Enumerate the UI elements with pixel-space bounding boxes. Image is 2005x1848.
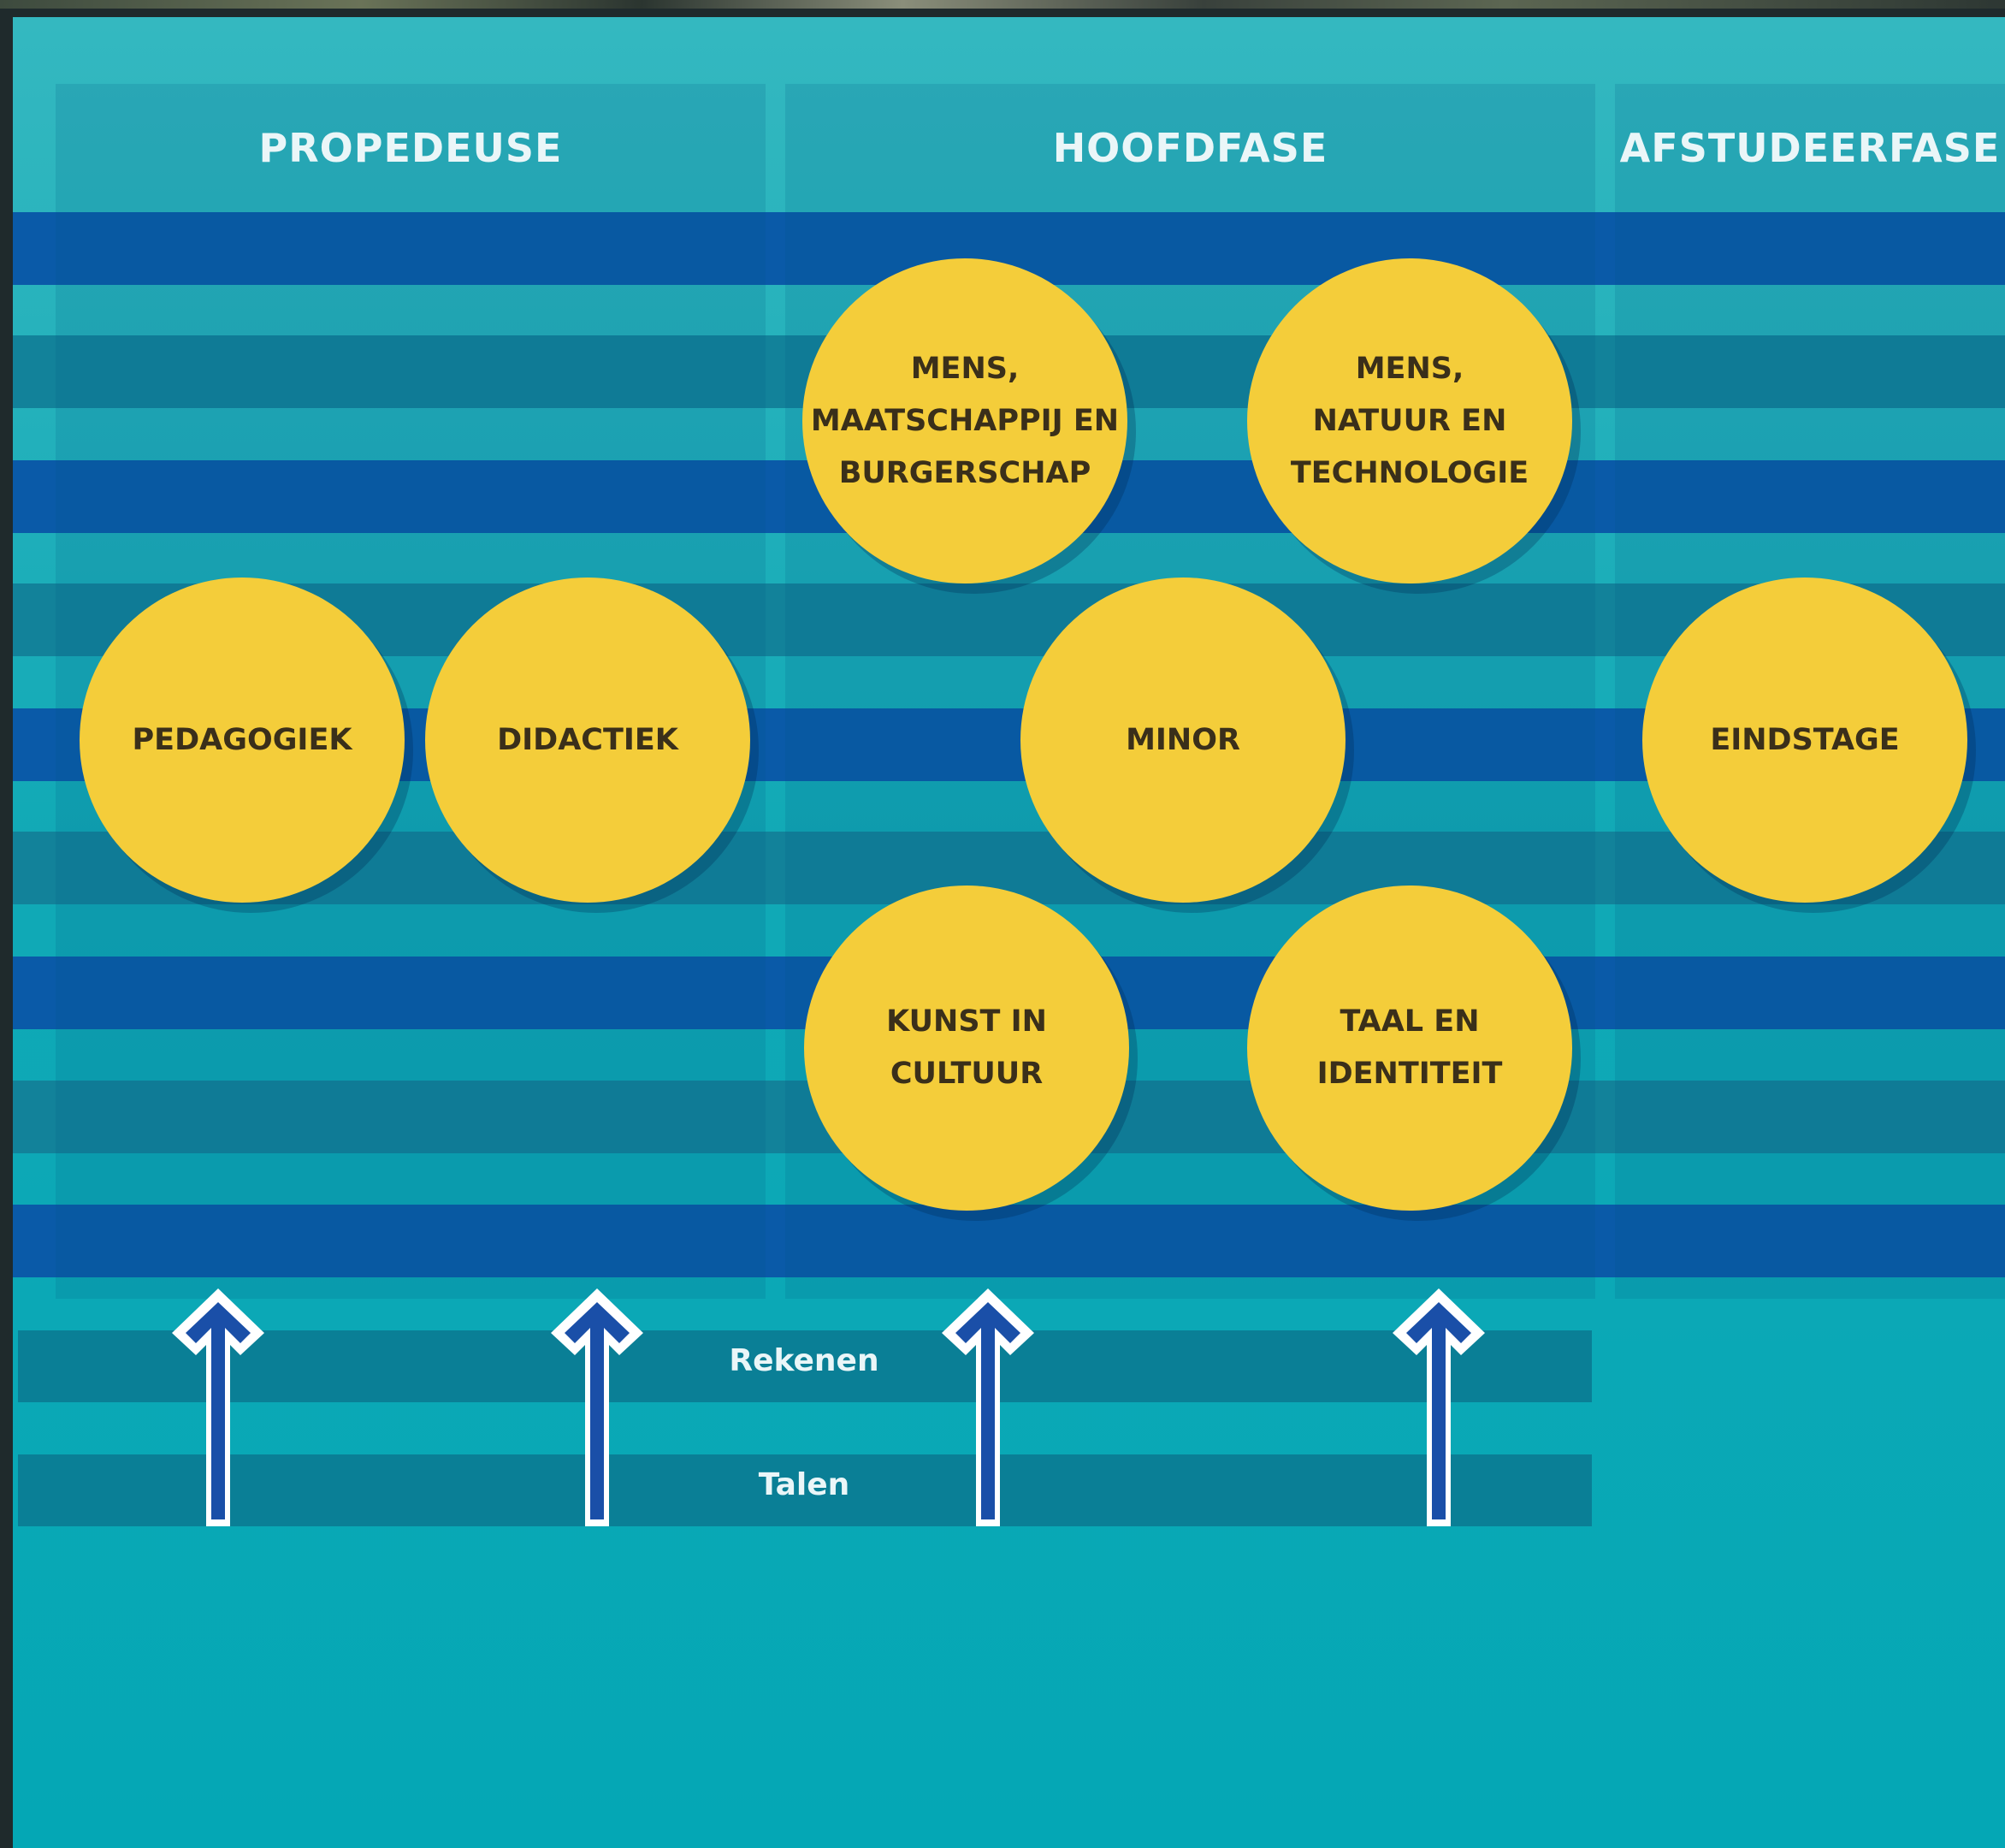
skill-label-rekenen: Rekenen <box>729 1343 879 1378</box>
module-minor: MINOR <box>1020 578 1346 903</box>
module-kunst-in-cultuur: KUNST IN CULTUUR <box>804 886 1129 1211</box>
stripe <box>13 1205 2005 1277</box>
module-label: EINDSTAGE <box>1710 722 1900 757</box>
up-arrow-icon <box>942 1288 1034 1526</box>
skill-label-talen: Talen <box>758 1467 850 1502</box>
phase-label: PROPEDEUSE <box>258 125 563 171</box>
up-arrow-icon <box>172 1288 264 1526</box>
module-label: MINOR <box>1126 722 1240 757</box>
phase-header-propedeuse: PROPEDEUSE <box>56 84 766 212</box>
curriculum-diagram: PROPEDEUSE HOOFDFASE AFSTUDEERFASE PEDAG… <box>13 17 2005 1848</box>
phase-label: HOOFDFASE <box>1052 125 1328 171</box>
phase-header-hoofdfase: HOOFDFASE <box>785 84 1595 212</box>
module-taal-en-identiteit: TAAL EN IDENTITEIT <box>1247 886 1572 1211</box>
top-photo-strip <box>0 0 2005 9</box>
module-label: MENS, NATUUR EN TECHNOLOGIE <box>1290 351 1529 490</box>
skill-band-talen <box>18 1454 1592 1526</box>
module-mens-maatschappij-burgerschap: MENS, MAATSCHAPPIJ EN BURGERSCHAP <box>802 258 1127 583</box>
skill-band-rekenen <box>18 1330 1592 1402</box>
module-label: KUNST IN CULTUUR <box>886 1004 1047 1091</box>
module-label: TAAL EN IDENTITEIT <box>1316 1004 1503 1091</box>
module-label: MENS, MAATSCHAPPIJ EN BURGERSCHAP <box>810 351 1120 490</box>
up-arrow-icon <box>551 1288 643 1526</box>
phase-header-afstudeerfase: AFSTUDEERFASE <box>1615 84 2005 212</box>
up-arrow-icon <box>1393 1288 1485 1526</box>
phase-label: AFSTUDEERFASE <box>1619 125 2001 171</box>
module-mens-natuur-technologie: MENS, NATUUR EN TECHNOLOGIE <box>1247 258 1572 583</box>
module-label: DIDACTIEK <box>497 722 678 757</box>
module-didactiek: DIDACTIEK <box>425 578 750 903</box>
module-label: PEDAGOGIEK <box>132 722 352 757</box>
module-eindstage: EINDSTAGE <box>1642 578 1967 903</box>
module-pedagogiek: PEDAGOGIEK <box>80 578 405 903</box>
